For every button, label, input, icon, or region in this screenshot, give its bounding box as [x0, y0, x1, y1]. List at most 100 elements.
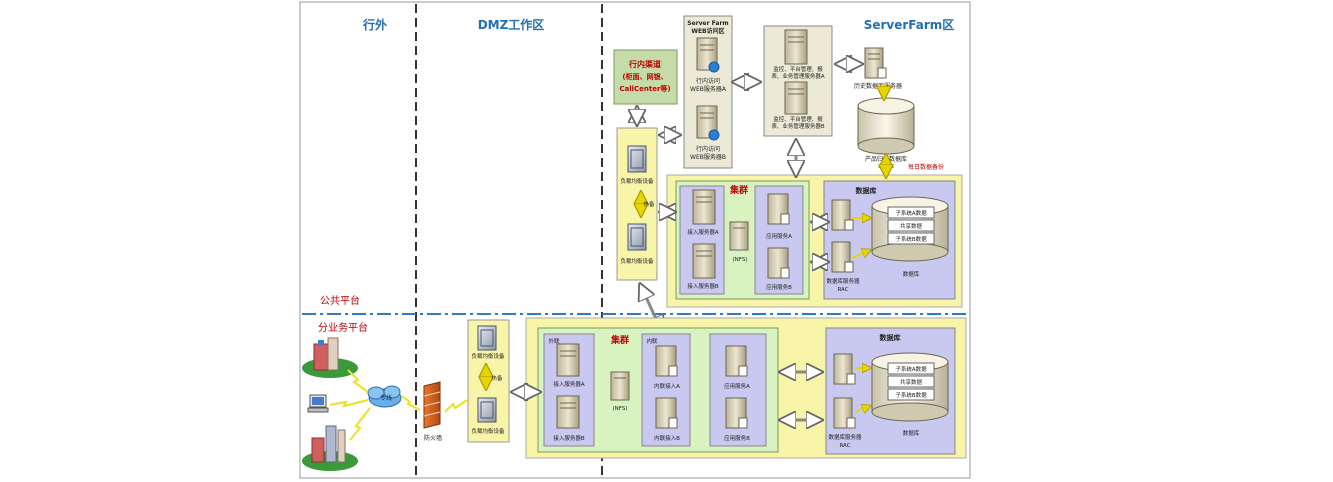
zone-title-outside: 行外 [362, 17, 387, 32]
backup-label: 每日数据备份 [908, 163, 944, 171]
history-server-label: 历史数据库服务器 [854, 82, 902, 90]
firewall-icon [423, 381, 441, 429]
public-app-server-a [767, 193, 790, 225]
monitor-b-line1: 监控、平台管理、报 [773, 115, 823, 123]
branch-site-building-top [302, 337, 358, 378]
public-db-title: 数据库 [856, 186, 877, 195]
public-shared: 共享数据 [900, 222, 923, 230]
branch-rac-line1: 数据库服务器 [828, 433, 862, 441]
monitor-zone: 监控、平台管理、报 表、业务管理服务器A 监控、平台管理、报 表、业务管理服务器… [763, 25, 833, 137]
branch-inner-server-b [655, 397, 678, 429]
channel-line2: (柜面、网银、 [622, 72, 667, 81]
globe-icon [708, 61, 720, 73]
load-balancer-icon [477, 325, 497, 351]
branch-app-a-label: 应用服务A [724, 382, 750, 390]
load-balancer-icon [627, 145, 647, 173]
public-cluster: 集群 接入服务器A 接入服务器B (NFS) 应用服务A 应用服务B [675, 180, 810, 300]
monitor-server-b [784, 81, 808, 115]
branch-inner-server-a [655, 345, 678, 377]
public-cluster-title: 集群 [729, 184, 748, 196]
link-site-bottom-wan [349, 407, 371, 441]
branch-lb-top-label: 负载均衡设备 [471, 352, 505, 360]
computer-icon [307, 394, 329, 413]
firewall-label: 防火墙 [424, 434, 442, 442]
web-server-b-line2: WEB服务器B [690, 153, 726, 161]
arrow-branch-rac-db-b [854, 406, 870, 412]
lb-bottom-label: 负载均衡设备 [620, 257, 654, 265]
zone-title-serverfarm: ServerFarm区 [864, 18, 955, 32]
monitor-a-line2: 表、业务管理服务器A [771, 72, 825, 80]
link-site-top-wan [347, 369, 369, 393]
branch-hot-standby: 热备 [491, 374, 503, 382]
branch-internal-label: 内联 [646, 337, 658, 345]
channel-box: 行内渠道 (柜面、网银、 CallCenter等) [613, 49, 678, 105]
branch-nfs-server [610, 371, 630, 401]
lb-top-label: 负载均衡设备 [620, 177, 654, 185]
platform-label-public: 公共平台 [320, 294, 360, 307]
public-db-area: 数据库 数据库服务器 RAC 子系统A数据 共享数据 子系统B数据 数据库 [823, 180, 956, 300]
history-db-server [864, 47, 887, 79]
wireless-links [329, 369, 468, 441]
branch-lb-bottom-label: 负载均衡设备 [471, 427, 505, 435]
web-server-b-line1: 行内访问 [696, 145, 720, 153]
branch-inner-a-label: 内联接入A [654, 382, 680, 390]
branch-subsys-b: 子系统B数据 [895, 391, 927, 399]
branch-access-server-b [556, 395, 580, 429]
branch-access-b-label: 接入服务器B [553, 434, 585, 442]
arrow-rac-db-b [851, 250, 870, 259]
branch-access-a-label: 接入服务器A [553, 380, 585, 388]
public-app-b-label: 应用服务B [766, 283, 792, 291]
public-access-server-a [692, 189, 716, 225]
public-app-server-b [767, 247, 790, 279]
web-zone: Server Farm WEB访问区 行内访问 WEB服务器A 行内访问 WEB… [683, 15, 733, 169]
branch-rac-server-a [833, 353, 856, 385]
platform-label-branch: 分业务平台 [318, 321, 368, 334]
monitor-server-a [784, 29, 808, 65]
branch-app-server-b [725, 397, 748, 429]
monitor-a-line1: 监控、平台管理、报 [773, 65, 823, 73]
public-nfs-label: (NFS) [733, 257, 748, 263]
public-access-server-b [692, 243, 716, 279]
wan-cloud-icon [367, 385, 402, 408]
load-balancer-icon [627, 223, 647, 251]
link-computer-wan [329, 399, 369, 408]
branch-access-server-a [556, 343, 580, 377]
branch-external-label: 外联 [548, 337, 560, 345]
branch-cluster: 集群 外联 接入服务器A 接入服务器B (NFS) 内联 内联接入A 内联接入B [537, 327, 779, 453]
web-server-a-line2: WEB服务器A [690, 85, 727, 93]
public-db-label: 数据库 [903, 270, 920, 278]
public-rac-line1: 数据库服务器 [826, 277, 860, 285]
connectors-bottom [512, 372, 822, 420]
zone-title-dmz: DMZ工作区 [478, 17, 545, 32]
public-subsys-a: 子系统A数据 [895, 209, 927, 217]
public-nfs-server [729, 221, 749, 251]
monitor-b-line2: 表、业务管理服务器B [771, 122, 825, 130]
globe-icon [708, 129, 720, 141]
branch-db-label: 数据库 [903, 429, 920, 437]
branch-site-building-bottom [302, 425, 358, 471]
wan-label: 专线 [380, 394, 392, 402]
web-zone-title-line1: Server Farm [687, 20, 728, 27]
branch-subsys-a: 子系统A数据 [895, 365, 927, 373]
branch-rac-line2: RAC [839, 443, 850, 449]
public-rac-server-b [831, 241, 854, 273]
branch-lb-group: 负载均衡设备 热备 负载均衡设备 [467, 319, 510, 443]
branch-nfs-label: (NFS) [613, 406, 628, 412]
public-rac-server-a [831, 199, 854, 231]
link-wan-firewall [401, 395, 421, 411]
archive-db-cylinder [857, 97, 915, 155]
web-server-b [696, 105, 720, 141]
link-firewall-lb [444, 399, 468, 413]
branch-inner-b-label: 内联接入B [654, 434, 680, 442]
branch-rac-server-b [833, 397, 856, 429]
branch-app-b-label: 应用服务B [724, 434, 750, 442]
web-server-a-line1: 行内访问 [696, 77, 720, 85]
public-rac-line2: RAC [837, 287, 848, 293]
branch-shared: 共享数据 [900, 378, 923, 386]
channel-line1: 行内渠道 [628, 59, 661, 69]
public-app-a-label: 应用服务A [766, 232, 792, 240]
lb-group-top: 负载均衡设备 热备 负载均衡设备 [616, 127, 658, 281]
branch-cluster-title: 集群 [610, 334, 629, 346]
web-zone-title-line2: WEB访问区 [691, 27, 724, 35]
